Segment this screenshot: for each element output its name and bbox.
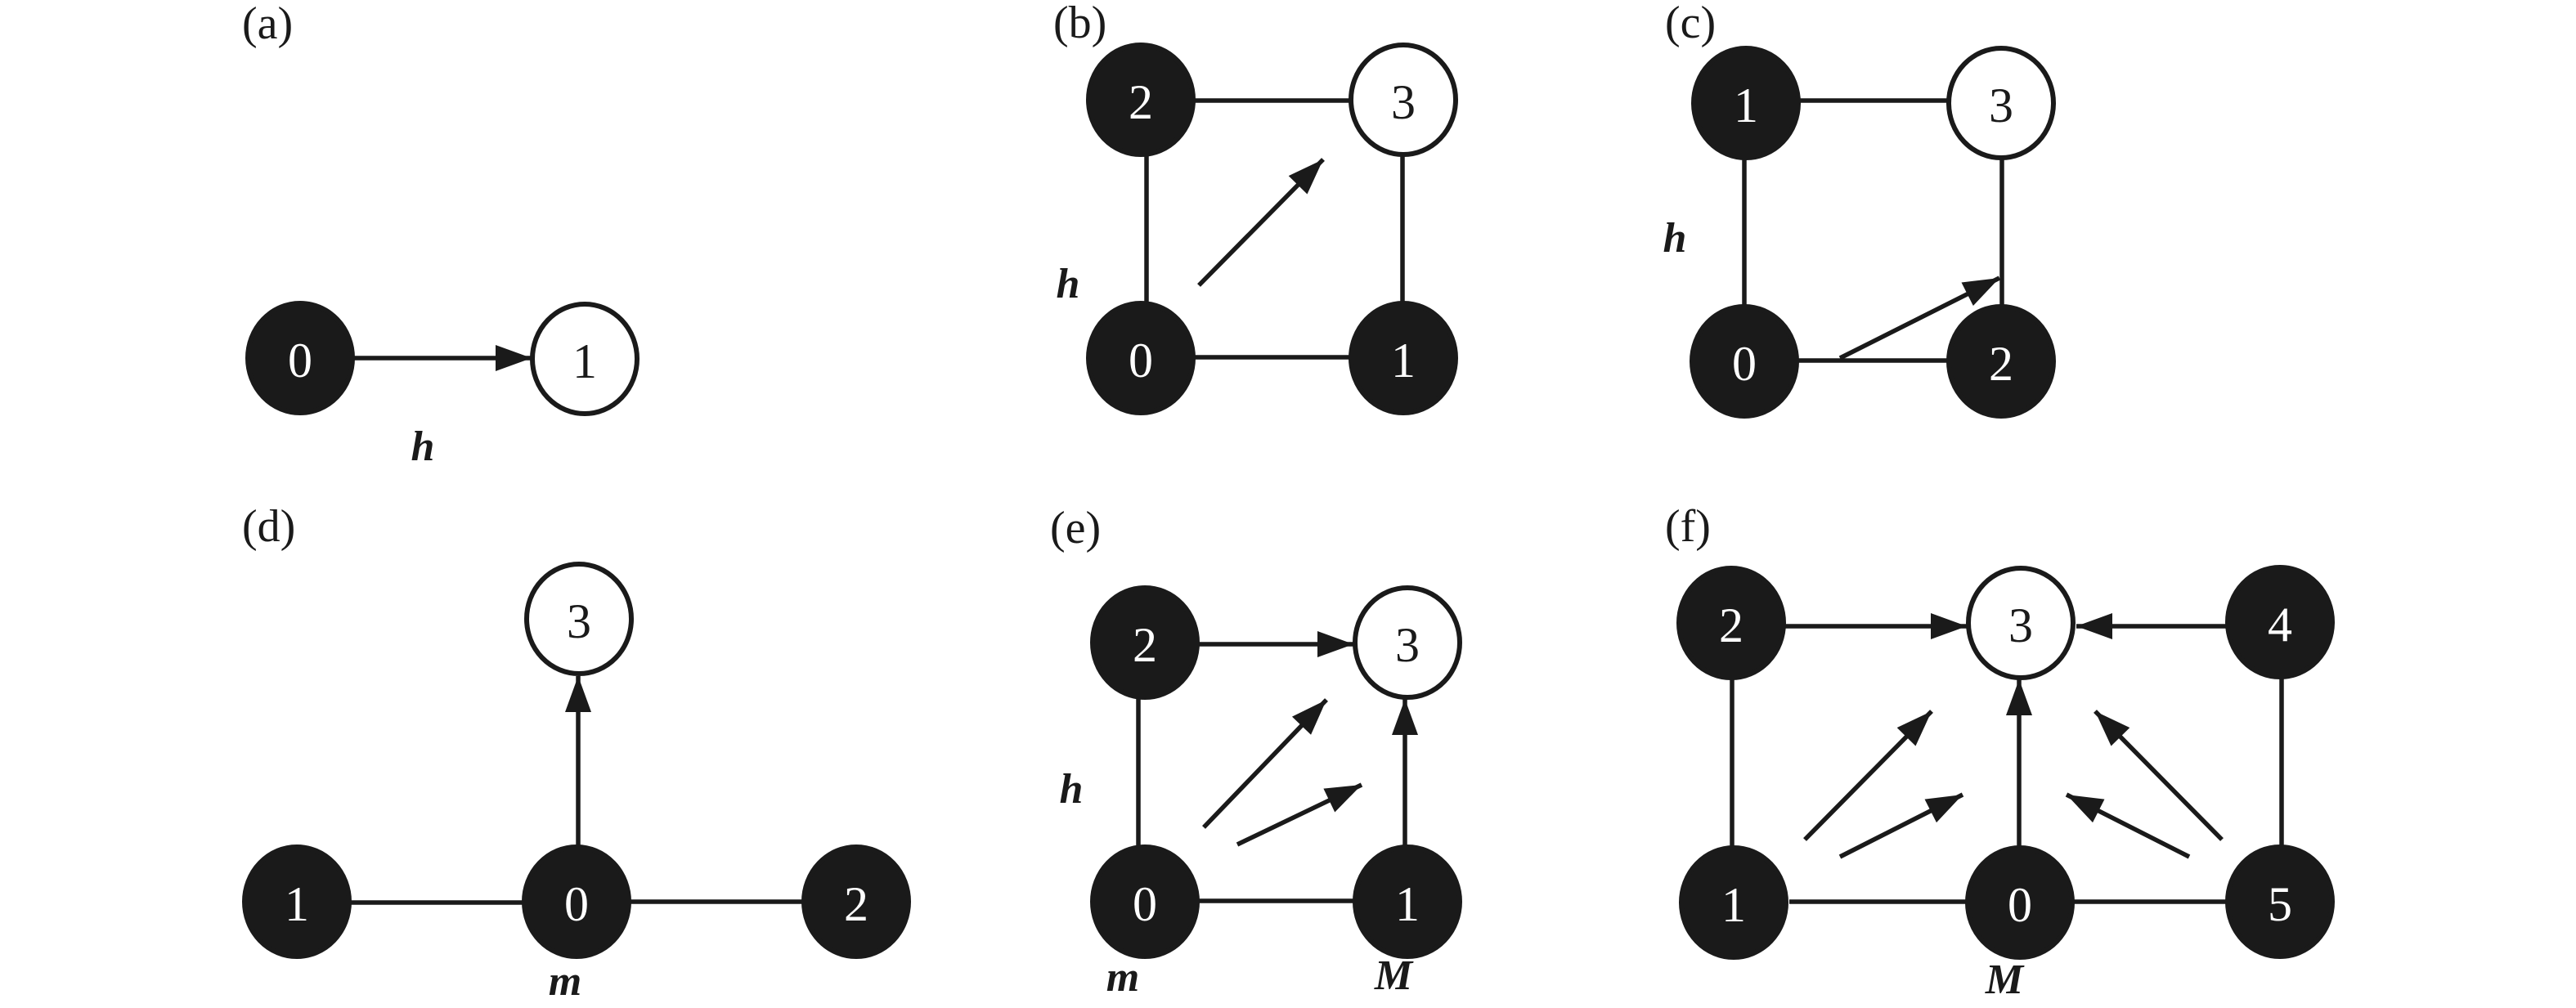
- edge-label-h: h: [1057, 261, 1080, 307]
- node-b-2-digit: 2: [1129, 75, 1153, 129]
- node-f-3: [1966, 566, 2076, 680]
- node-d-3: [524, 562, 634, 676]
- panel-f: (f)2 3 4 1 0 5M: [1665, 501, 2335, 1003]
- node-f-4-digit: 4: [2268, 598, 2292, 652]
- arrowhead-icon: [2095, 711, 2130, 746]
- node-d-3-digit: 3: [567, 594, 591, 648]
- arrowhead-icon: [1896, 711, 1932, 746]
- arrowhead-icon: [1291, 700, 1326, 735]
- node-b-3-digit: 3: [1391, 75, 1416, 129]
- edge-label-m: m: [549, 958, 581, 1005]
- node-a-1-digit: 1: [572, 334, 597, 388]
- node-f-5: [2225, 844, 2335, 959]
- node-a-0-digit: 0: [288, 334, 312, 388]
- arrowhead-icon: [565, 676, 591, 712]
- arrowhead-icon: [1931, 613, 1967, 639]
- arrowhead-icon: [1961, 278, 1999, 307]
- edge-label-h: h: [1060, 766, 1084, 813]
- arrowhead-icon: [1317, 631, 1353, 657]
- node-e-2-digit: 2: [1133, 618, 1157, 672]
- node-c-1-digit: 1: [1734, 78, 1758, 132]
- node-f-1-digit: 1: [1721, 878, 1746, 932]
- panel-c-tag: (c): [1665, 0, 1716, 48]
- node-f-5-digit: 5: [2268, 877, 2292, 931]
- node-d-1-digit: 1: [285, 877, 309, 931]
- node-f-1: [1679, 845, 1788, 960]
- node-b-2: [1086, 43, 1196, 157]
- node-a-0: [245, 301, 355, 415]
- node-c-1: [1691, 46, 1801, 160]
- arrowhead-icon: [2006, 679, 2032, 715]
- panel-d: (d) 3 1 0 2 m: [242, 501, 911, 1005]
- arrowhead-icon: [1924, 795, 1963, 823]
- node-f-2: [1676, 566, 1786, 680]
- arrowhead-icon: [2076, 613, 2112, 639]
- node-c-3: [1946, 46, 2056, 160]
- arrowhead-icon: [1288, 159, 1323, 195]
- node-e-0-digit: 0: [1133, 877, 1157, 931]
- node-e-0: [1090, 844, 1200, 959]
- node-b-0-digit: 0: [1129, 334, 1153, 388]
- node-f-3-digit: 3: [2008, 598, 2033, 652]
- node-e-3: [1353, 585, 1462, 700]
- node-e-3-digit: 3: [1395, 618, 1420, 672]
- panel-a: (a) 0 1 h: [242, 0, 640, 470]
- node-c-0-digit: 0: [1732, 337, 1757, 391]
- node-e-1-digit: 1: [1395, 877, 1420, 931]
- edge-label-M: M: [1985, 956, 2025, 1003]
- panel-e-tag: (e): [1050, 503, 1101, 553]
- panel-f-tag: (f): [1665, 501, 1711, 552]
- node-b-1-digit: 1: [1391, 334, 1416, 388]
- node-f-2-digit: 2: [1719, 598, 1744, 652]
- node-c-3-digit: 3: [1989, 78, 2013, 132]
- panel-e: (e) 2 3 0 1 h m M: [1050, 503, 1462, 1001]
- arrowhead-icon: [496, 345, 532, 371]
- node-c-0: [1690, 304, 1799, 419]
- edge-label-h: h: [411, 423, 435, 470]
- node-c-2-digit: 2: [1989, 337, 2013, 391]
- node-a-1: [530, 302, 640, 416]
- arrowhead-icon: [2067, 795, 2105, 823]
- panel-b-tag: (b): [1053, 0, 1106, 48]
- node-d-1: [242, 844, 352, 959]
- panel-c: (c) 1 3 0 2 h: [1663, 0, 2056, 419]
- node-d-0-digit: 0: [564, 877, 589, 931]
- panel-b: (b) 2 3 0 1 h: [1053, 0, 1458, 415]
- panel-a-tag: (a): [242, 0, 293, 49]
- node-d-2-digit: 2: [844, 877, 868, 931]
- node-b-1: [1349, 301, 1458, 415]
- node-e-2: [1090, 585, 1200, 700]
- node-f-0: [1965, 845, 2075, 960]
- node-d-0: [522, 844, 631, 959]
- node-f-4: [2225, 565, 2335, 679]
- node-f-0-digit: 0: [2008, 878, 2032, 932]
- node-e-1: [1353, 844, 1462, 959]
- edge-label-h: h: [1663, 215, 1687, 262]
- node-c-2: [1946, 304, 2056, 419]
- node-b-0: [1086, 301, 1196, 415]
- edge-label-m: m: [1106, 954, 1139, 1001]
- node-b-3: [1349, 43, 1458, 157]
- node-d-2: [801, 844, 911, 959]
- edge-label-M: M: [1374, 952, 1414, 999]
- arrowhead-icon: [1392, 699, 1418, 735]
- arrowhead-icon: [1323, 785, 1362, 813]
- panel-d-tag: (d): [242, 501, 295, 552]
